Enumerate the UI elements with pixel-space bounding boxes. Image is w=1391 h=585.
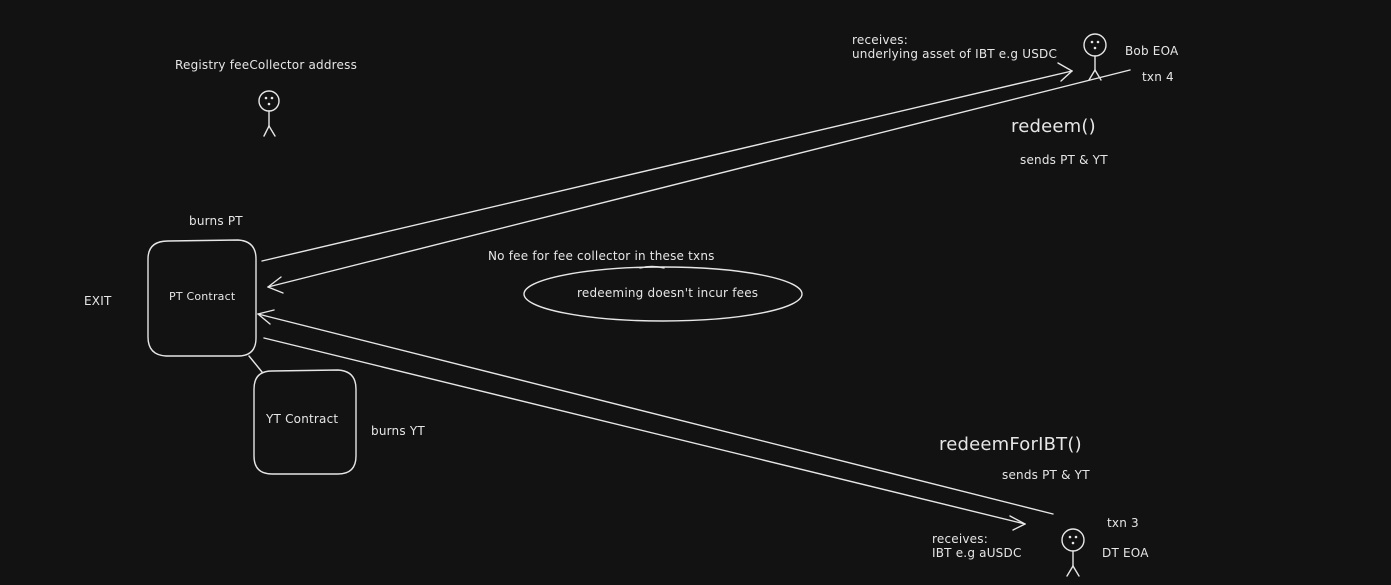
yt-contract-box: [253, 369, 357, 475]
burns-pt-label: burns PT: [189, 214, 243, 228]
bob-txn-label: txn 4: [1142, 70, 1174, 84]
ellipse-overdraw: [639, 265, 665, 269]
dt-receives-label: receives: IBT e.g aUSDC: [932, 532, 1022, 560]
no-fee-bubble-label: redeeming doesn't incur fees: [577, 286, 759, 300]
dt-txn-label: txn 3: [1107, 516, 1139, 530]
pt-contract-label: PT Contract: [169, 290, 236, 303]
yt-contract-label: YT Contract: [266, 412, 339, 426]
registry-person-icon: [258, 90, 280, 137]
redeem-ibt-sends-label: sends PT & YT: [1002, 468, 1090, 482]
burns-yt-label: burns YT: [371, 424, 425, 438]
dt-name-label: DT EOA: [1102, 546, 1149, 560]
bob-name-label: Bob EOA: [1125, 44, 1179, 58]
arrow-to-dt: [263, 337, 1026, 531]
arrow-to-bob: [261, 62, 1073, 262]
bob-person-icon: [1083, 33, 1107, 81]
no-fee-ellipse: [523, 266, 803, 322]
dt-person-icon: [1061, 528, 1085, 577]
arrow-from-dt: [257, 309, 1054, 515]
pt-yt-connector: [248, 355, 263, 373]
bob-receives-label: receives: underlying asset of IBT e.g US…: [852, 33, 1058, 61]
pt-contract-box: [147, 239, 257, 357]
registry-label: Registry feeCollector address: [175, 58, 358, 72]
exit-label: EXIT: [84, 294, 112, 308]
redeem-sends-label: sends PT & YT: [1020, 153, 1108, 167]
no-fee-label: No fee for fee collector in these txns: [488, 249, 715, 263]
redeem-function-label: redeem(): [1011, 116, 1096, 137]
arrow-from-bob: [267, 69, 1131, 294]
redeem-ibt-function-label: redeemForIBT(): [939, 434, 1082, 455]
